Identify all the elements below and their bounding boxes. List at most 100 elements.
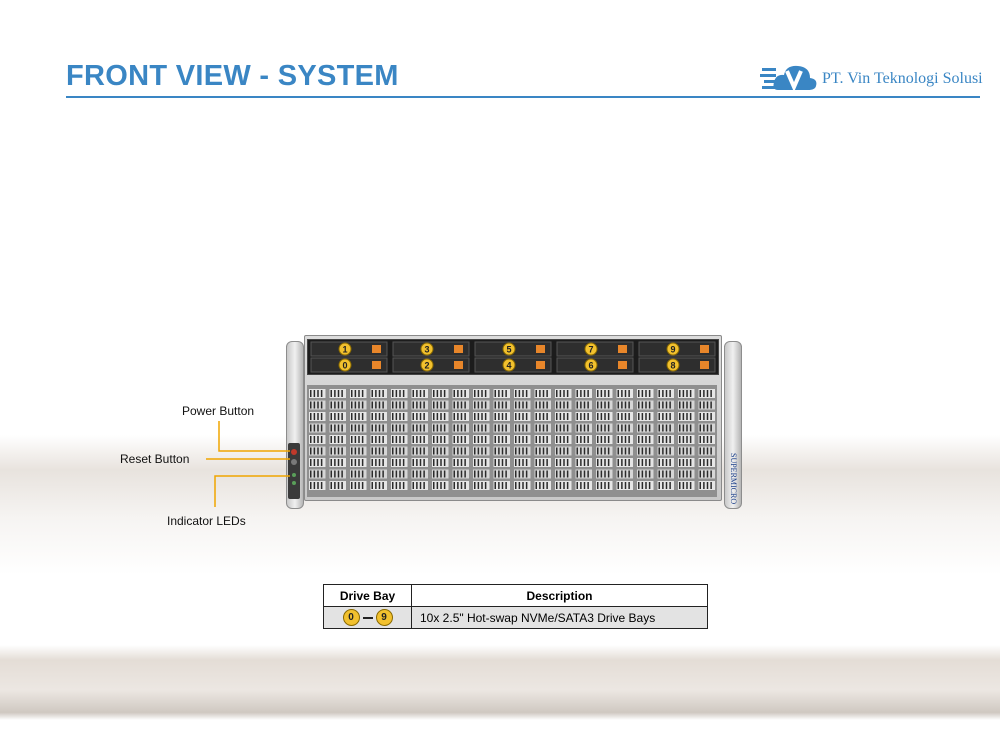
vent-hole bbox=[535, 424, 537, 432]
vent-hole bbox=[440, 413, 442, 420]
vent-pattern bbox=[309, 389, 715, 490]
vent-hole bbox=[597, 401, 599, 409]
vent-hole bbox=[505, 436, 507, 443]
vent-hole bbox=[597, 447, 599, 455]
vent-hole bbox=[313, 470, 316, 478]
vent-hole bbox=[607, 459, 610, 466]
vent-hole bbox=[337, 459, 340, 466]
vent-hole bbox=[392, 482, 394, 489]
vent-hole bbox=[703, 482, 705, 489]
vent-hole bbox=[535, 447, 537, 455]
drive-latch bbox=[454, 361, 463, 369]
vent-hole bbox=[440, 470, 442, 478]
vent-hole bbox=[621, 447, 623, 455]
drive-bay-number: 9 bbox=[670, 345, 675, 355]
vent-hole bbox=[679, 413, 681, 420]
vent-hole bbox=[317, 436, 319, 443]
vent-hole bbox=[330, 459, 332, 466]
vent-hole bbox=[699, 436, 701, 443]
vent-hole bbox=[617, 424, 619, 432]
vent-hole bbox=[453, 413, 455, 420]
vent-hole bbox=[501, 447, 504, 455]
vent-hole bbox=[621, 424, 623, 432]
vent-hole bbox=[395, 482, 398, 489]
company-name: PT. Vin Teknologi Solusi bbox=[822, 70, 983, 87]
vent-hole bbox=[546, 390, 548, 397]
vent-hole bbox=[464, 459, 466, 466]
vent-hole bbox=[371, 390, 373, 397]
vent-hole bbox=[604, 482, 606, 489]
reset-button[interactable] bbox=[291, 459, 297, 465]
vent-hole bbox=[522, 401, 524, 409]
vent-hole bbox=[310, 390, 312, 397]
vent-hole bbox=[686, 436, 688, 443]
vent-hole bbox=[402, 413, 405, 420]
vent-hole bbox=[460, 459, 463, 466]
vent-hole bbox=[587, 401, 589, 409]
vent-hole bbox=[460, 424, 463, 432]
vent-hole bbox=[371, 424, 373, 432]
vent-hole bbox=[669, 470, 671, 478]
vent-hole bbox=[481, 470, 483, 478]
vent-hole bbox=[525, 401, 528, 409]
vent-hole bbox=[416, 436, 418, 443]
vent-hole bbox=[600, 424, 603, 432]
vent-hole bbox=[433, 470, 435, 478]
vent-hole bbox=[498, 459, 500, 466]
vent-hole bbox=[648, 436, 651, 443]
vent-hole bbox=[686, 470, 688, 478]
vent-hole bbox=[361, 413, 364, 420]
vent-hole bbox=[600, 447, 603, 455]
vent-hole bbox=[440, 459, 442, 466]
vent-hole bbox=[501, 390, 504, 397]
drive-bay-number-badge bbox=[666, 342, 680, 356]
vent-hole bbox=[464, 470, 466, 478]
vent-hole bbox=[457, 459, 459, 466]
vent-hole bbox=[337, 436, 340, 443]
vent-hole bbox=[334, 390, 336, 397]
vent-hole bbox=[354, 470, 357, 478]
vent-hole bbox=[679, 401, 681, 409]
vent-hole bbox=[546, 470, 548, 478]
vent-hole bbox=[699, 413, 701, 420]
vent-hole bbox=[320, 482, 323, 489]
vent-hole bbox=[399, 424, 401, 432]
vent-hole bbox=[443, 401, 446, 409]
vent-hole bbox=[525, 424, 528, 432]
vent-hole bbox=[682, 401, 685, 409]
vent-hole bbox=[378, 413, 381, 420]
vent-hole bbox=[515, 401, 517, 409]
power-button[interactable] bbox=[291, 449, 297, 455]
vent-hole bbox=[433, 424, 435, 432]
vent-hole bbox=[563, 390, 565, 397]
vent-hole bbox=[494, 401, 496, 409]
vent-hole bbox=[679, 447, 681, 455]
vent-hole bbox=[587, 390, 589, 397]
vent-hole bbox=[320, 436, 323, 443]
vent-hole bbox=[576, 424, 578, 432]
vent-hole bbox=[546, 447, 548, 455]
vent-hole bbox=[317, 459, 319, 466]
vent-hole bbox=[539, 401, 541, 409]
vent-hole bbox=[474, 390, 476, 397]
vent-hole bbox=[484, 482, 487, 489]
vent-hole bbox=[699, 401, 701, 409]
vent-hole bbox=[522, 390, 524, 397]
vent-hole bbox=[484, 436, 487, 443]
power-button-label: Power Button bbox=[182, 404, 255, 418]
vent-hole bbox=[679, 470, 681, 478]
vent-hole bbox=[334, 470, 336, 478]
vent-hole bbox=[665, 459, 668, 466]
vent-hole bbox=[378, 401, 381, 409]
vent-hole bbox=[378, 447, 381, 455]
vent-hole bbox=[518, 401, 521, 409]
vent-hole bbox=[501, 413, 504, 420]
vent-hole bbox=[628, 390, 630, 397]
vent-hole bbox=[710, 470, 712, 478]
vent-hole bbox=[334, 413, 336, 420]
drive-bay-number-badge bbox=[502, 358, 516, 372]
vent-hole bbox=[525, 436, 528, 443]
vent-hole bbox=[464, 401, 466, 409]
vent-hole bbox=[682, 470, 685, 478]
vent-hole bbox=[706, 436, 709, 443]
